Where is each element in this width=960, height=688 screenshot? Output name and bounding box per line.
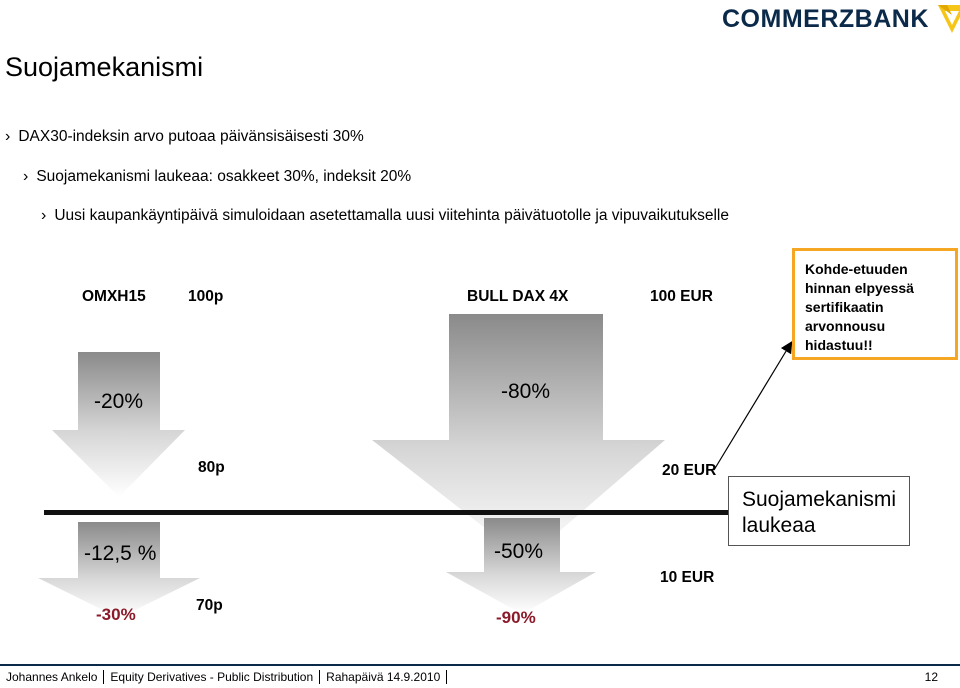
bullet-item: › DAX30-indeksin arvo putoaa päivänsisäi… bbox=[5, 128, 364, 146]
footer-separator bbox=[319, 670, 321, 684]
chevron-right-icon: › bbox=[41, 207, 47, 224]
note-line: hidastuu!! bbox=[805, 337, 873, 353]
reset-line bbox=[44, 510, 728, 515]
right-start-value: 100 EUR bbox=[650, 288, 713, 305]
recovery-note-box: Kohde-etuuden hinnan elpyessä sertifikaa… bbox=[792, 248, 958, 360]
left-start-value: 100p bbox=[188, 288, 224, 305]
right-drop-arrow-large bbox=[372, 314, 665, 560]
footer-department: Equity Derivatives - Public Distribution bbox=[110, 670, 314, 684]
page-number: 12 bbox=[924, 670, 938, 684]
right-drop-arrow-small bbox=[446, 518, 596, 614]
left-drop2-label: -12,5 % bbox=[84, 542, 157, 565]
left-underlying-label: OMXH15 bbox=[82, 288, 146, 305]
bullet-item: › Uusi kaupankäyntipäivä simuloidaan ase… bbox=[41, 207, 729, 225]
bullet-text: DAX30-indeksin arvo putoaa päivänsisäise… bbox=[18, 128, 364, 145]
note-line: hinnan elpyessä bbox=[805, 280, 914, 296]
chevron-right-icon: › bbox=[5, 128, 11, 145]
note-pointer-line bbox=[713, 340, 793, 471]
page-title: Suojamekanismi bbox=[5, 52, 204, 82]
left-drop1-label: -20% bbox=[94, 390, 144, 413]
footer-separator bbox=[446, 670, 448, 684]
footer: Johannes Ankelo Equity Derivatives - Pub… bbox=[0, 664, 960, 688]
left-drop-arrow-small bbox=[38, 522, 200, 618]
chevron-right-icon: › bbox=[23, 168, 29, 185]
note-line: sertifikaatin bbox=[805, 299, 884, 315]
footer-author: Johannes Ankelo bbox=[6, 670, 98, 684]
left-drop-arrow-large bbox=[52, 352, 185, 497]
right-drop2-label: -50% bbox=[494, 540, 544, 563]
note-line: Kohde-etuuden bbox=[805, 261, 908, 277]
logo-text: COMMERZBANK bbox=[722, 4, 929, 33]
bullet-text: Suojamekanismi laukeaa: osakkeet 30%, in… bbox=[36, 168, 412, 185]
right-total-drop: -90% bbox=[496, 608, 536, 627]
bullet-item: › Suojamekanismi laukeaa: osakkeet 30%, … bbox=[23, 168, 411, 186]
left-total-drop: -30% bbox=[96, 605, 136, 624]
trigger-line: laukeaa bbox=[742, 514, 816, 537]
ribbon-logo-icon bbox=[937, 5, 960, 33]
trigger-line: Suojamekanismi bbox=[742, 488, 897, 511]
left-after-drop1-value: 80p bbox=[198, 459, 225, 476]
commerzbank-logo: COMMERZBANK bbox=[722, 2, 960, 36]
right-after-drop1-value: 20 EUR bbox=[662, 462, 717, 479]
right-drop1-label: -80% bbox=[501, 380, 551, 403]
footer-event: Rahapäivä 14.9.2010 bbox=[326, 670, 441, 684]
mechanism-triggered-box: Suojamekanismi laukeaa bbox=[728, 476, 910, 546]
right-end-value: 10 EUR bbox=[660, 569, 715, 586]
right-product-label: BULL DAX 4X bbox=[467, 288, 569, 305]
note-line: arvonnousu bbox=[805, 318, 886, 334]
bullet-text: Uusi kaupankäyntipäivä simuloidaan asete… bbox=[54, 207, 729, 224]
footer-separator bbox=[103, 670, 105, 684]
left-end-value: 70p bbox=[196, 597, 223, 614]
